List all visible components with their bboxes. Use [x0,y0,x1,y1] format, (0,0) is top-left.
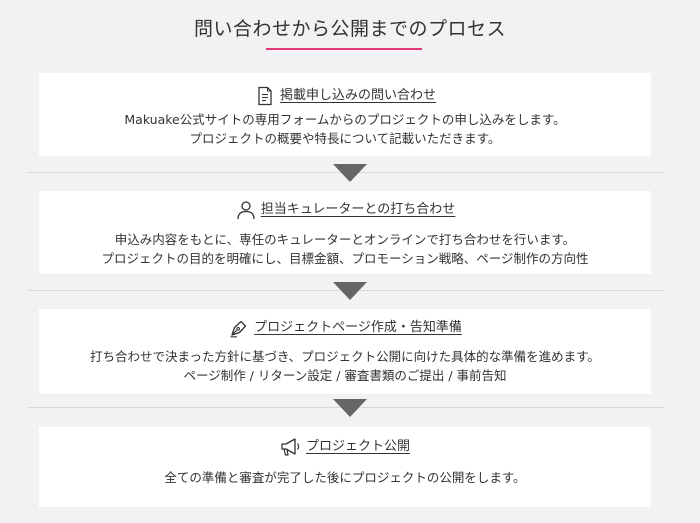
step-card-application: 掲載申し込みの問い合わせ Makuake公式サイトの専用フォームからのプロジェク… [39,73,651,156]
step-description-line: プロジェクトの概要や特長について記載いただきます。 [189,131,501,146]
down-arrow-icon [333,164,367,182]
step-heading-row: 担当キュレーターとの打ち合わせ [39,199,651,221]
step-card-meeting: 担当キュレーターとの打ち合わせ 申込み内容をもとに、専任のキュレーターとオンライ… [39,191,651,274]
step-heading-link[interactable]: プロジェクトページ作成・告知準備 [254,320,462,335]
step-description: Makuake公式サイトの専用フォームからのプロジェクトの申し込みをします。 プ… [39,110,651,148]
step-heading-link[interactable]: 担当キュレーターとの打ち合わせ [260,202,456,217]
step-description-line: 打ち合わせで決まった方針に基づき、プロジェクト公開に向けた具体的な準備を進めます… [90,349,600,364]
document-icon [254,85,276,107]
megaphone-icon [280,436,302,458]
step-description-line: ページ制作 / リターン設定 / 審査書類のご提出 / 事前告知 [183,368,507,383]
step-description-line: Makuake公式サイトの専用フォームからのプロジェクトの申し込みをします。 [124,112,566,127]
step-description-line: プロジェクトの目的を明確にし、目標金額、プロモーション戦略、ページ制作の方向性 [101,251,589,266]
step-description: 申込み内容をもとに、専任のキュレーターとオンラインで打ち合わせを行います。 プロ… [39,230,651,268]
step-card-preparation: プロジェクトページ作成・告知準備 打ち合わせで決まった方針に基づき、プロジェクト… [39,309,651,394]
down-arrow-icon [333,399,367,417]
person-icon [235,199,257,221]
page-title: 問い合わせから公開までのプロセス [193,18,506,40]
step-description-line: 全ての準備と審査が完了した後にプロジェクトの公開をします。 [164,470,526,485]
step-description: 全ての準備と審査が完了した後にプロジェクトの公開をします。 [39,468,651,487]
title-underline [266,48,422,50]
step-heading-row: プロジェクト公開 [39,436,651,458]
pen-icon [228,317,250,339]
step-card-launch: プロジェクト公開 全ての準備と審査が完了した後にプロジェクトの公開をします。 [39,427,651,507]
step-description: 打ち合わせで決まった方針に基づき、プロジェクト公開に向けた具体的な準備を進めます… [39,347,651,385]
down-arrow-icon [333,282,367,300]
step-heading-row: プロジェクトページ作成・告知準備 [39,317,651,339]
step-heading-row: 掲載申し込みの問い合わせ [39,85,651,107]
step-heading-link[interactable]: 掲載申し込みの問い合わせ [279,88,436,103]
step-description-line: 申込み内容をもとに、専任のキュレーターとオンラインで打ち合わせを行います。 [114,232,576,247]
step-heading-link[interactable]: プロジェクト公開 [305,439,410,454]
